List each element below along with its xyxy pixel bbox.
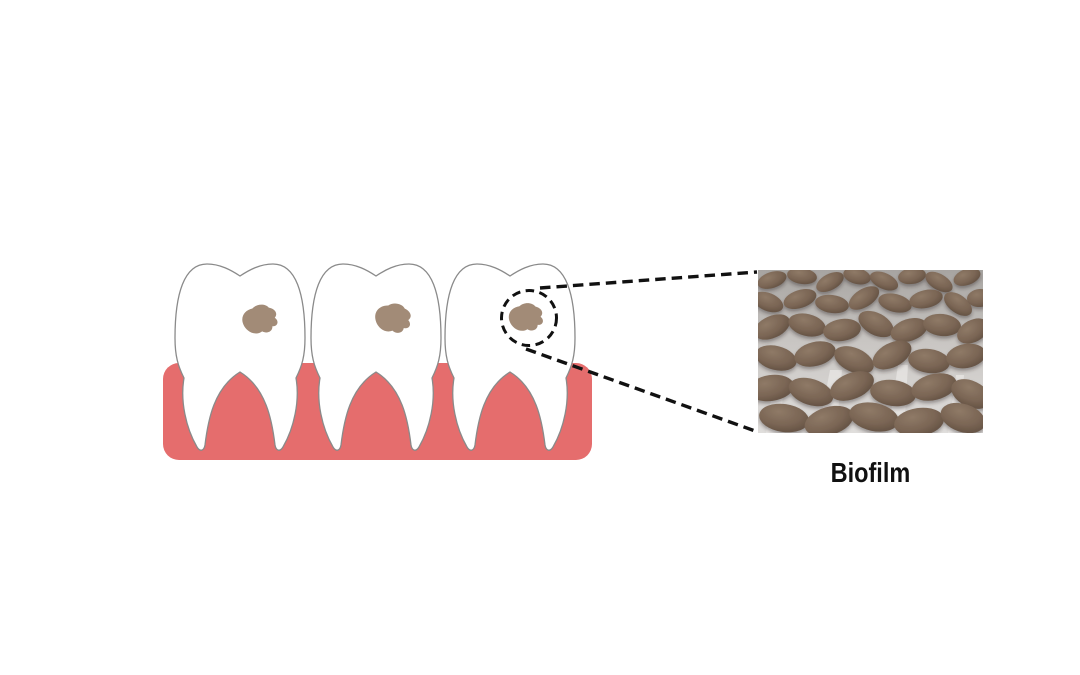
biofilm-image xyxy=(758,270,983,433)
bacteria-cells-group xyxy=(758,270,983,433)
callout-line-top xyxy=(539,270,758,290)
callout-line-bottom xyxy=(525,347,759,434)
biofilm-label: Biofilm xyxy=(758,458,983,488)
magnifier-circle xyxy=(500,289,558,347)
biofilm-label-text: Biofilm xyxy=(830,457,911,488)
